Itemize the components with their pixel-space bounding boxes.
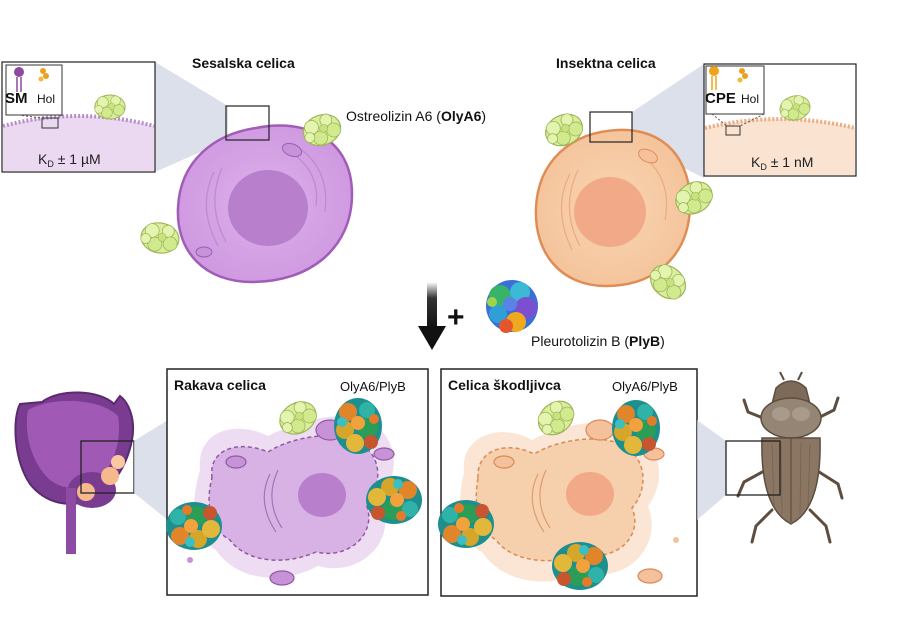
plyb-protein-icon	[486, 280, 538, 333]
olya6-protein-icon	[138, 219, 182, 257]
cholesterol-icon	[38, 68, 49, 82]
olya6-plyb-complex-icon	[334, 398, 382, 454]
beetle-zoom-box	[725, 440, 781, 496]
damaged-cancer-cell	[208, 435, 379, 561]
prostate-zoom-cone	[134, 420, 168, 520]
olya6-plyb-complex-icon	[166, 502, 222, 550]
insect-kd-label: KD ± 1 nM	[751, 154, 813, 172]
olya6-protein-icon	[94, 94, 126, 120]
down-arrow-icon	[427, 282, 437, 328]
plyb-label: Pleurotolizin B (PlyB)	[531, 333, 665, 349]
olya6-plyb-complex-icon	[552, 542, 608, 590]
ceramide-pe-icon	[709, 66, 719, 76]
mammal-zoom-box	[225, 105, 270, 141]
cancer-nucleus	[298, 473, 346, 517]
pest-cell-panel: Celica škodljivca OlyA6/PlyB	[438, 368, 698, 597]
insect-membrane-inset: CPE Hol KD ± 1 nM	[703, 63, 857, 177]
insect-nucleus	[574, 177, 646, 247]
olya6-label: Ostreolizin A6 (OlyA6)	[346, 108, 486, 124]
cancer-cell-panel: Rakava celica OlyA6/PlyB	[166, 368, 429, 596]
mammal-kd-label: KD ± 1 µM	[38, 151, 101, 169]
insect-zoom-box	[589, 111, 633, 143]
cholesterol-icon	[737, 68, 748, 83]
mammal-cell-title: Sesalska celica	[192, 55, 295, 71]
cpe-label: CPE	[705, 90, 736, 107]
plyb-addition: + Pleurotolizin B (PlyB)	[418, 280, 665, 350]
mammal-membrane-inset: SM Hol KD ± 1 µM	[1, 61, 156, 173]
insect-cell-group: CPE Hol KD ± 1 nM Insektna celica	[534, 55, 857, 307]
cancer-cell-title: Rakava celica	[174, 377, 266, 393]
beetle-pest	[697, 371, 844, 544]
mammal-cell-group: SM Hol KD ± 1 µM Sesalska celica Ostreol…	[1, 55, 486, 284]
prostate-organ	[14, 391, 168, 554]
damaged-pest-cell	[475, 438, 644, 562]
plus-sign: +	[447, 301, 465, 334]
pest-nucleus	[566, 472, 614, 516]
hol-label-insect: Hol	[741, 92, 759, 106]
beetle-zoom-cone	[697, 420, 726, 520]
insect-cell-title: Insektna celica	[556, 55, 656, 71]
mammal-nucleus	[228, 170, 308, 246]
cancer-complex-label: OlyA6/PlyB	[340, 379, 406, 394]
sphingomyelin-icon	[14, 67, 24, 77]
mammal-zoom-cone	[155, 62, 228, 172]
hol-label-mammal: Hol	[37, 92, 55, 106]
olya6-plyb-complex-icon	[612, 400, 660, 456]
pest-complex-label: OlyA6/PlyB	[612, 379, 678, 394]
pest-cell-title: Celica škodljivca	[448, 377, 561, 393]
olya6-plyb-complex-icon	[366, 476, 422, 524]
sm-label: SM	[5, 90, 28, 107]
olya6-plyb-complex-icon	[438, 500, 494, 548]
